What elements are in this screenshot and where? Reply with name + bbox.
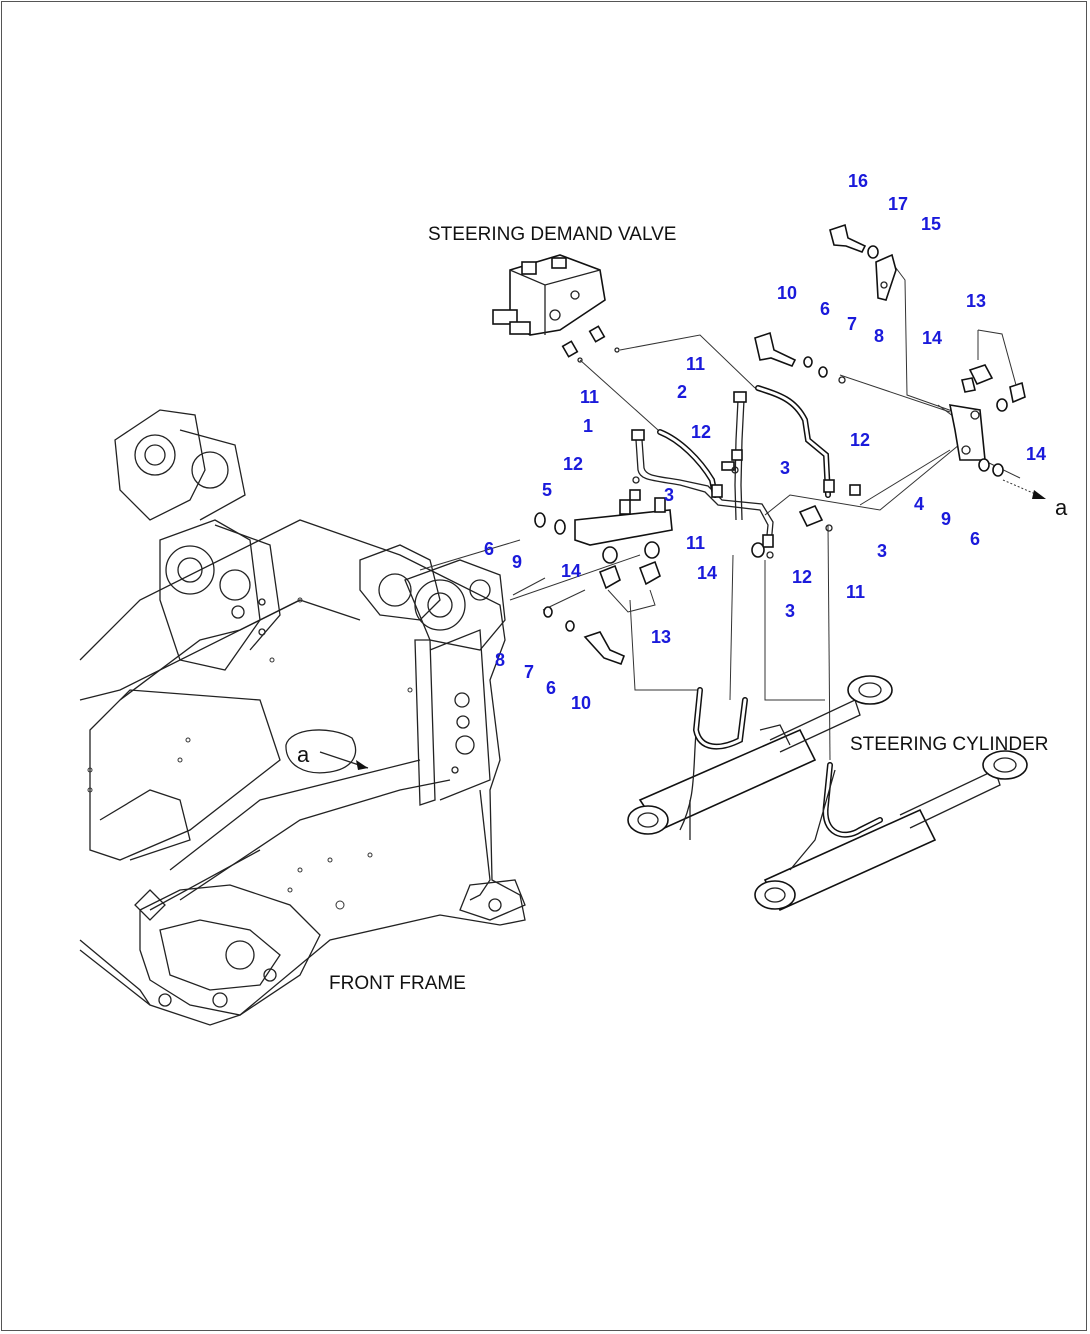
callout-3: 3 bbox=[785, 601, 795, 621]
callout-11: 11 bbox=[686, 354, 705, 374]
callout-15: 15 bbox=[921, 214, 941, 234]
callout-13-bracket bbox=[607, 329, 1017, 613]
callout-14: 14 bbox=[561, 561, 581, 581]
callout-10: 10 bbox=[777, 283, 797, 303]
callout-6: 6 bbox=[820, 299, 830, 319]
view-marker-a-right: a bbox=[1002, 479, 1068, 520]
view-marker-a-left: a bbox=[297, 742, 310, 767]
label-front-frame: FRONT FRAME bbox=[329, 973, 466, 994]
callout-14: 14 bbox=[1026, 444, 1046, 464]
callout-5: 5 bbox=[542, 480, 552, 500]
callout-14: 14 bbox=[922, 328, 942, 348]
callout-12: 12 bbox=[850, 430, 870, 450]
callout-7: 7 bbox=[847, 314, 857, 334]
callout-8: 8 bbox=[495, 650, 505, 670]
callout-3: 3 bbox=[664, 485, 674, 505]
callout-numbers: 16 17 15 13 10 6 7 8 14 11 2 11 12 1 3 1… bbox=[484, 171, 1046, 713]
callout-10: 10 bbox=[571, 693, 591, 713]
callout-9: 9 bbox=[941, 509, 951, 529]
steering-pipes bbox=[629, 385, 861, 559]
callout-13: 13 bbox=[966, 291, 986, 311]
callout-6: 6 bbox=[546, 678, 556, 698]
callout-12: 12 bbox=[691, 422, 711, 442]
callout-11: 11 bbox=[846, 582, 865, 602]
callout-3: 3 bbox=[877, 541, 887, 561]
callout-13: 13 bbox=[651, 627, 671, 647]
callout-11: 11 bbox=[580, 387, 599, 407]
callout-12: 12 bbox=[792, 567, 812, 587]
callout-2: 2 bbox=[677, 382, 687, 402]
callout-7: 7 bbox=[524, 662, 534, 682]
callout-16: 16 bbox=[848, 171, 868, 191]
callout-8: 8 bbox=[874, 326, 884, 346]
callout-9: 9 bbox=[512, 552, 522, 572]
callout-17: 17 bbox=[888, 194, 908, 214]
label-steering-cylinder: STEERING CYLINDER bbox=[850, 734, 1048, 755]
label-steering-demand-valve: STEERING DEMAND VALVE bbox=[428, 224, 676, 245]
callout-3: 3 bbox=[780, 458, 790, 478]
callout-1: 1 bbox=[583, 416, 593, 436]
front-frame bbox=[79, 409, 526, 1026]
callout-14: 14 bbox=[697, 563, 717, 583]
svg-text:a: a bbox=[1055, 495, 1068, 520]
callout-11: 11 bbox=[686, 533, 705, 553]
clamps-and-brackets bbox=[534, 223, 1026, 666]
steering-cylinders bbox=[627, 675, 1028, 912]
callout-12: 12 bbox=[563, 454, 583, 474]
callout-6: 6 bbox=[970, 529, 980, 549]
callout-6: 6 bbox=[484, 539, 494, 559]
steering-demand-valve bbox=[492, 254, 620, 363]
callout-4: 4 bbox=[914, 494, 924, 514]
